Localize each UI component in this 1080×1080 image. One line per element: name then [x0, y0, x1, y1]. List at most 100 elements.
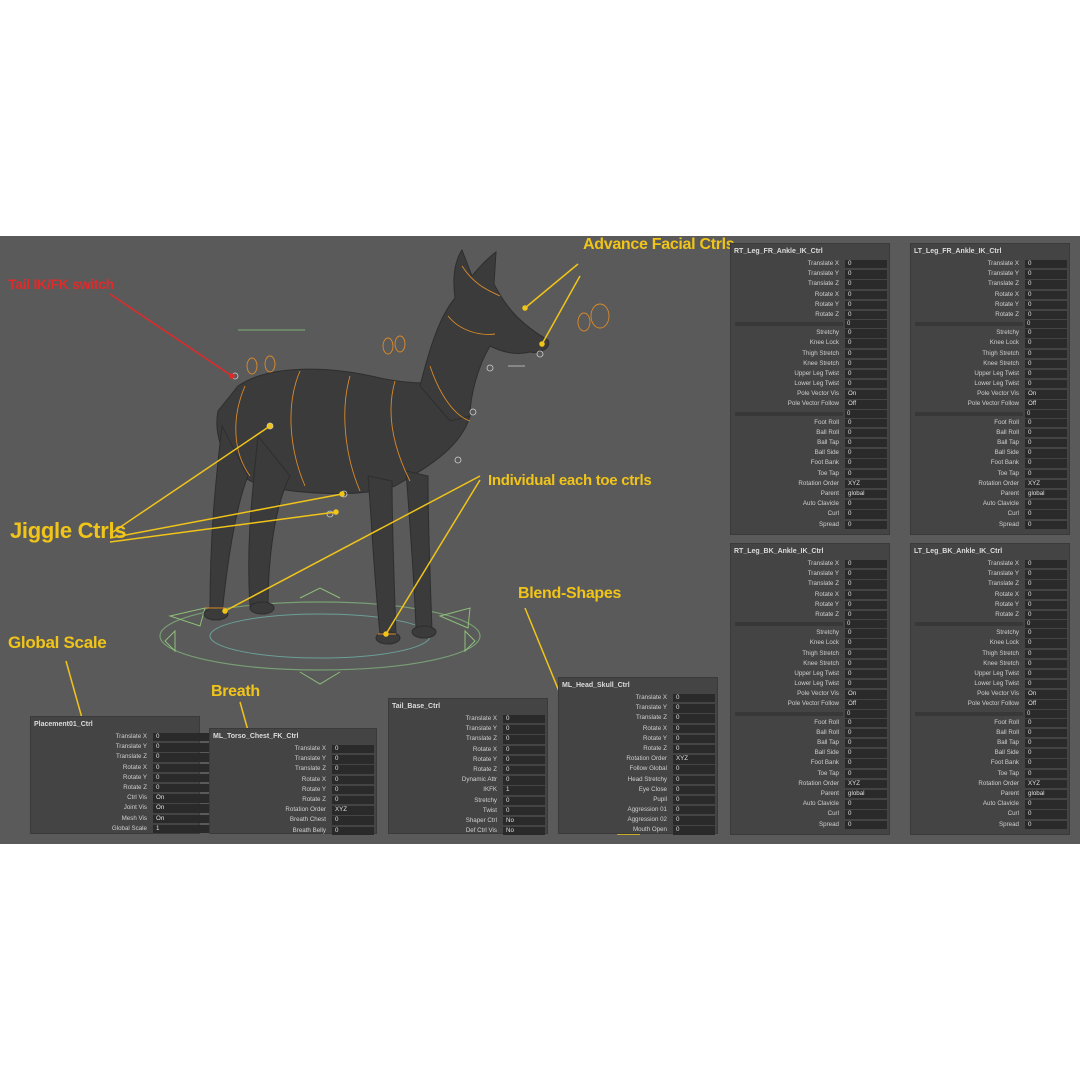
attr-value-field[interactable]: 0 — [1025, 339, 1067, 348]
attr-value-field[interactable]: 0 — [1025, 580, 1067, 589]
attr-value-field[interactable]: 0 — [845, 439, 887, 448]
attr-value-field[interactable]: XYZ — [673, 755, 715, 764]
attr-value-field[interactable]: 0 — [332, 765, 374, 774]
attr-value-field[interactable]: 0 — [845, 769, 887, 778]
attr-value-field[interactable]: 0 — [673, 785, 715, 795]
attr-value-field[interactable]: 0 — [503, 745, 545, 754]
attr-value-field[interactable]: 0 — [845, 560, 887, 569]
attr-value-field[interactable]: 0 — [845, 280, 887, 289]
attr-value-field[interactable]: 0 — [1025, 300, 1067, 310]
attr-value-field[interactable]: 0 — [153, 773, 227, 783]
attr-value-field[interactable]: 0 — [332, 816, 374, 825]
attr-value-field[interactable]: 0 — [1025, 610, 1067, 620]
attr-value-field[interactable]: 0 — [845, 369, 887, 379]
rig-control-curves[interactable] — [205, 265, 610, 635]
attr-value-field[interactable]: global — [1025, 489, 1067, 499]
attr-value-field[interactable]: 0 — [845, 290, 887, 299]
attr-value-field[interactable]: 0 — [673, 765, 715, 774]
attr-value-field[interactable]: Off — [845, 700, 887, 709]
attr-value-field[interactable]: 0 — [845, 800, 887, 809]
attr-value-field[interactable]: 0 — [332, 755, 374, 764]
attr-value-field[interactable]: 0 — [1025, 418, 1067, 428]
attr-value-field[interactable]: 0 — [845, 600, 887, 610]
rig-small-controls[interactable] — [231, 350, 544, 518]
attr-value-field[interactable]: 0 — [503, 765, 545, 775]
attr-value-field[interactable]: 0 — [845, 749, 887, 758]
attr-value-field[interactable]: XYZ — [845, 479, 887, 489]
attr-value-field[interactable]: 0 — [673, 826, 715, 835]
attr-value-field[interactable]: 0 — [845, 300, 887, 310]
attr-value-field[interactable]: 0 — [153, 783, 227, 793]
attr-value-field[interactable]: 0 — [673, 816, 715, 825]
attr-value-field[interactable]: Off — [1025, 700, 1067, 709]
attr-value-field[interactable]: 0 — [845, 270, 887, 279]
attr-value-field[interactable]: 0 — [1025, 769, 1067, 778]
attr-value-field[interactable]: 0 — [845, 339, 887, 348]
attr-value-field[interactable]: 0 — [845, 520, 887, 529]
attr-value-field[interactable]: 0 — [845, 459, 887, 468]
attr-value-field[interactable]: 0 — [845, 570, 887, 579]
attr-value-field[interactable]: 0 — [1025, 459, 1067, 468]
attr-value-field[interactable]: On — [153, 814, 227, 823]
attr-value-field[interactable]: 0 — [332, 775, 374, 784]
attr-value-field[interactable]: On — [845, 390, 887, 399]
attr-value-field[interactable]: 0 — [673, 806, 715, 815]
attr-value-field[interactable]: 0 — [503, 806, 545, 816]
attr-value-field[interactable]: 0 — [332, 785, 374, 795]
attr-value-field[interactable]: 0 — [845, 260, 887, 269]
attr-value-field[interactable]: 0 — [1025, 428, 1067, 438]
attr-value-field[interactable]: 0 — [1025, 439, 1067, 448]
attr-value-field[interactable]: 0 — [845, 500, 887, 509]
attr-value-field[interactable]: 0 — [845, 680, 887, 689]
attr-value-field[interactable]: 0 — [1025, 810, 1067, 819]
attr-value-field[interactable]: On — [845, 690, 887, 699]
attr-value-field[interactable]: 0 — [332, 795, 374, 805]
dog-model[interactable] — [203, 248, 550, 645]
attr-value-field[interactable]: 0 — [1025, 469, 1067, 478]
separator-value[interactable]: 0 — [845, 620, 887, 629]
attr-value-field[interactable]: 0 — [153, 733, 227, 742]
attr-value-field[interactable]: 0 — [845, 349, 887, 358]
attr-value-field[interactable]: 0 — [1025, 260, 1067, 269]
attr-value-field[interactable]: 1 — [503, 786, 545, 795]
attr-value-field[interactable]: 0 — [845, 739, 887, 748]
attr-value-field[interactable]: 0 — [673, 734, 715, 744]
attr-value-field[interactable]: global — [1025, 789, 1067, 799]
attr-value-field[interactable]: 0 — [673, 704, 715, 713]
attr-value-field[interactable]: 0 — [1025, 270, 1067, 279]
attr-value-field[interactable]: 0 — [503, 735, 545, 744]
attr-value-field[interactable]: 0 — [673, 724, 715, 733]
attr-value-field[interactable]: 0 — [845, 810, 887, 819]
attr-value-field[interactable]: 0 — [673, 795, 715, 805]
attr-value-field[interactable]: On — [1025, 690, 1067, 699]
attr-value-field[interactable]: 0 — [1025, 759, 1067, 768]
attr-value-field[interactable]: global — [845, 489, 887, 499]
attr-value-field[interactable]: 0 — [1025, 570, 1067, 579]
attr-value-field[interactable]: 0 — [1025, 820, 1067, 829]
separator-value[interactable]: 0 — [1025, 320, 1067, 329]
attr-value-field[interactable]: 0 — [1025, 718, 1067, 728]
attr-value-field[interactable]: 0 — [1025, 800, 1067, 809]
attr-value-field[interactable]: 0 — [1025, 590, 1067, 599]
attr-value-field[interactable]: 0 — [1025, 739, 1067, 748]
attr-value-field[interactable]: XYZ — [1025, 479, 1067, 489]
attr-value-field[interactable]: 0 — [845, 820, 887, 829]
attr-value-field[interactable]: On — [1025, 390, 1067, 399]
attr-value-field[interactable]: 0 — [503, 776, 545, 785]
attr-value-field[interactable]: 0 — [1025, 520, 1067, 529]
attr-value-field[interactable]: 0 — [1025, 600, 1067, 610]
attr-value-field[interactable]: 0 — [1025, 290, 1067, 299]
attr-value-field[interactable]: 0 — [845, 359, 887, 369]
attr-value-field[interactable]: Off — [845, 400, 887, 409]
attr-value-field[interactable]: 0 — [1025, 669, 1067, 679]
attr-value-field[interactable]: No — [503, 816, 545, 826]
attr-value-field[interactable]: Off — [1025, 400, 1067, 409]
separator-value[interactable]: 0 — [1025, 409, 1067, 418]
attr-value-field[interactable]: 0 — [845, 759, 887, 768]
